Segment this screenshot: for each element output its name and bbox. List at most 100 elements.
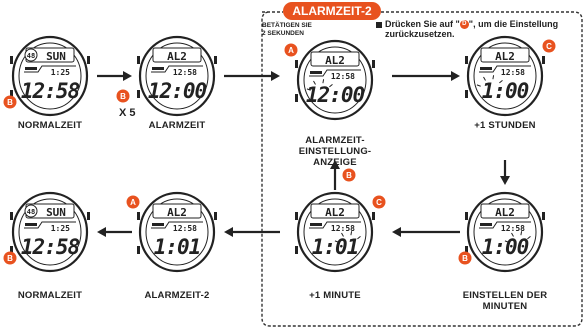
seconds-value: 48 bbox=[27, 52, 35, 60]
caption-w3: ALARMZEIT-EINSTELLUNG-ANZEIGE bbox=[275, 135, 395, 168]
flash-mark bbox=[357, 235, 361, 240]
bullet-square bbox=[376, 21, 382, 28]
flash-mark bbox=[313, 80, 316, 85]
lcd-divider bbox=[479, 65, 531, 73]
flash-mark bbox=[511, 232, 514, 237]
alarm-mode-text: AL2 bbox=[167, 50, 187, 63]
instruction-hold: BETÄTIGEN SIE 2 SEKUNDEN bbox=[262, 22, 312, 38]
arrow-6-3-head bbox=[330, 160, 340, 169]
caption-line: ALARMZEIT-2 bbox=[144, 290, 210, 301]
flash-mark bbox=[334, 240, 339, 243]
caption-line: +1 STUNDEN bbox=[474, 120, 536, 131]
reset-note-line-1: Drücken Sie auf "D", um die Einstellung bbox=[376, 19, 559, 30]
caption-w8: NORMALZEIT bbox=[0, 290, 110, 301]
weekday-text: SUN bbox=[46, 206, 66, 219]
note-text-a: Drücken Sie auf " bbox=[385, 19, 460, 29]
pusher-right-top bbox=[542, 212, 545, 220]
pusher-left-top bbox=[137, 212, 140, 220]
main-time: 12:58 bbox=[21, 235, 80, 259]
reset-note-line-2: zurückzusetzen. bbox=[385, 29, 455, 40]
flash-mark bbox=[476, 84, 481, 87]
seconds-dial bbox=[24, 48, 38, 62]
main-time: 12:00 bbox=[148, 79, 207, 103]
sub-time: 12:58 bbox=[331, 224, 355, 233]
flash-mark bbox=[499, 79, 503, 84]
arrow-3-4 bbox=[392, 71, 460, 81]
caption-w1: NORMALZEIT bbox=[0, 120, 110, 131]
arrow-6-7-head bbox=[224, 227, 233, 237]
button-c-icon-letter: C bbox=[546, 42, 552, 51]
flash-mark bbox=[520, 231, 523, 236]
flash-mark bbox=[306, 88, 311, 91]
main-time: 12:00 bbox=[306, 83, 365, 107]
button-c-icon-letter: C bbox=[376, 198, 382, 207]
caption-w4: +1 STUNDEN bbox=[445, 120, 565, 131]
lcd-top-panel bbox=[152, 47, 202, 63]
flash-mark bbox=[329, 83, 333, 88]
pusher-left-top bbox=[295, 212, 298, 220]
caption-w2: ALARMZEIT bbox=[117, 120, 237, 131]
caption-line: EINSTELLUNG- bbox=[298, 146, 372, 157]
pusher-left-bottom bbox=[10, 246, 13, 254]
button-a-icon-letter: A bbox=[288, 46, 294, 55]
pusher-left-bottom bbox=[295, 94, 298, 102]
lcd-divider bbox=[479, 221, 531, 229]
lcd-divider bbox=[24, 221, 76, 229]
flash-mark bbox=[322, 79, 325, 84]
caption-line: +1 MINUTE bbox=[309, 290, 361, 301]
sub-time: 12:58 bbox=[173, 224, 197, 233]
button-b-icon-circle bbox=[458, 251, 472, 265]
note-text-b: ", um die Einstellung bbox=[468, 19, 559, 29]
sub-time: 12:58 bbox=[501, 224, 525, 233]
section-title: ALARMZEIT-2 bbox=[283, 2, 381, 20]
section-frame bbox=[261, 11, 583, 327]
lcd-divider bbox=[24, 65, 76, 73]
button-b-icon-circle bbox=[3, 251, 17, 265]
button-b-icon-circle bbox=[116, 89, 130, 103]
caption-line: MINUTEN bbox=[482, 301, 528, 312]
alarm-mode-text: AL2 bbox=[167, 206, 187, 219]
lcd-top-panel bbox=[310, 203, 360, 219]
button-b-icon-letter: B bbox=[346, 171, 352, 180]
arrow-4-5 bbox=[500, 160, 510, 185]
arrow-7-8 bbox=[97, 227, 132, 237]
lcd-indicator-bar bbox=[152, 67, 164, 70]
lcd-divider bbox=[151, 65, 203, 73]
main-time: 1:00 bbox=[482, 235, 529, 259]
button-b-icon-circle bbox=[3, 95, 17, 109]
lcd-divider bbox=[309, 69, 361, 77]
caption-w6: +1 MINUTE bbox=[275, 290, 395, 301]
sub-time: 1:25 bbox=[51, 224, 70, 233]
button-a-icon-circle bbox=[284, 43, 298, 57]
instruction-line-1: BETÄTIGEN SIE bbox=[262, 22, 312, 29]
lcd-indicator-bar bbox=[310, 223, 322, 226]
flow-arrows: BB bbox=[97, 71, 510, 237]
pusher-right-top bbox=[542, 56, 545, 64]
arrow-2-3-head bbox=[271, 71, 280, 81]
lcd-indicator-bar bbox=[480, 67, 492, 70]
caption-line: ALARMZEIT- bbox=[305, 135, 365, 146]
pusher-left-top bbox=[10, 212, 13, 220]
pusher-right-top bbox=[87, 56, 90, 64]
arrow-3-4-head bbox=[451, 71, 460, 81]
pusher-left-bottom bbox=[137, 90, 140, 98]
lcd-divider bbox=[151, 221, 203, 229]
caption-line: ANZEIGE bbox=[313, 157, 357, 168]
arrow-5-6 bbox=[392, 227, 460, 237]
pusher-right-top bbox=[87, 212, 90, 220]
arrow-7-8-head bbox=[97, 227, 106, 237]
pusher-left-top bbox=[465, 212, 468, 220]
button-b-icon-letter: B bbox=[7, 98, 13, 107]
alarm-mode-text: AL2 bbox=[495, 50, 515, 63]
arrow-1-2 bbox=[97, 71, 132, 81]
arrow-4-5-head bbox=[500, 176, 510, 185]
sub-time: 12:58 bbox=[331, 72, 355, 81]
flash-mark bbox=[341, 232, 344, 237]
caption-line: EINSTELLEN DER bbox=[462, 290, 548, 301]
button-c-icon-circle bbox=[372, 195, 386, 209]
